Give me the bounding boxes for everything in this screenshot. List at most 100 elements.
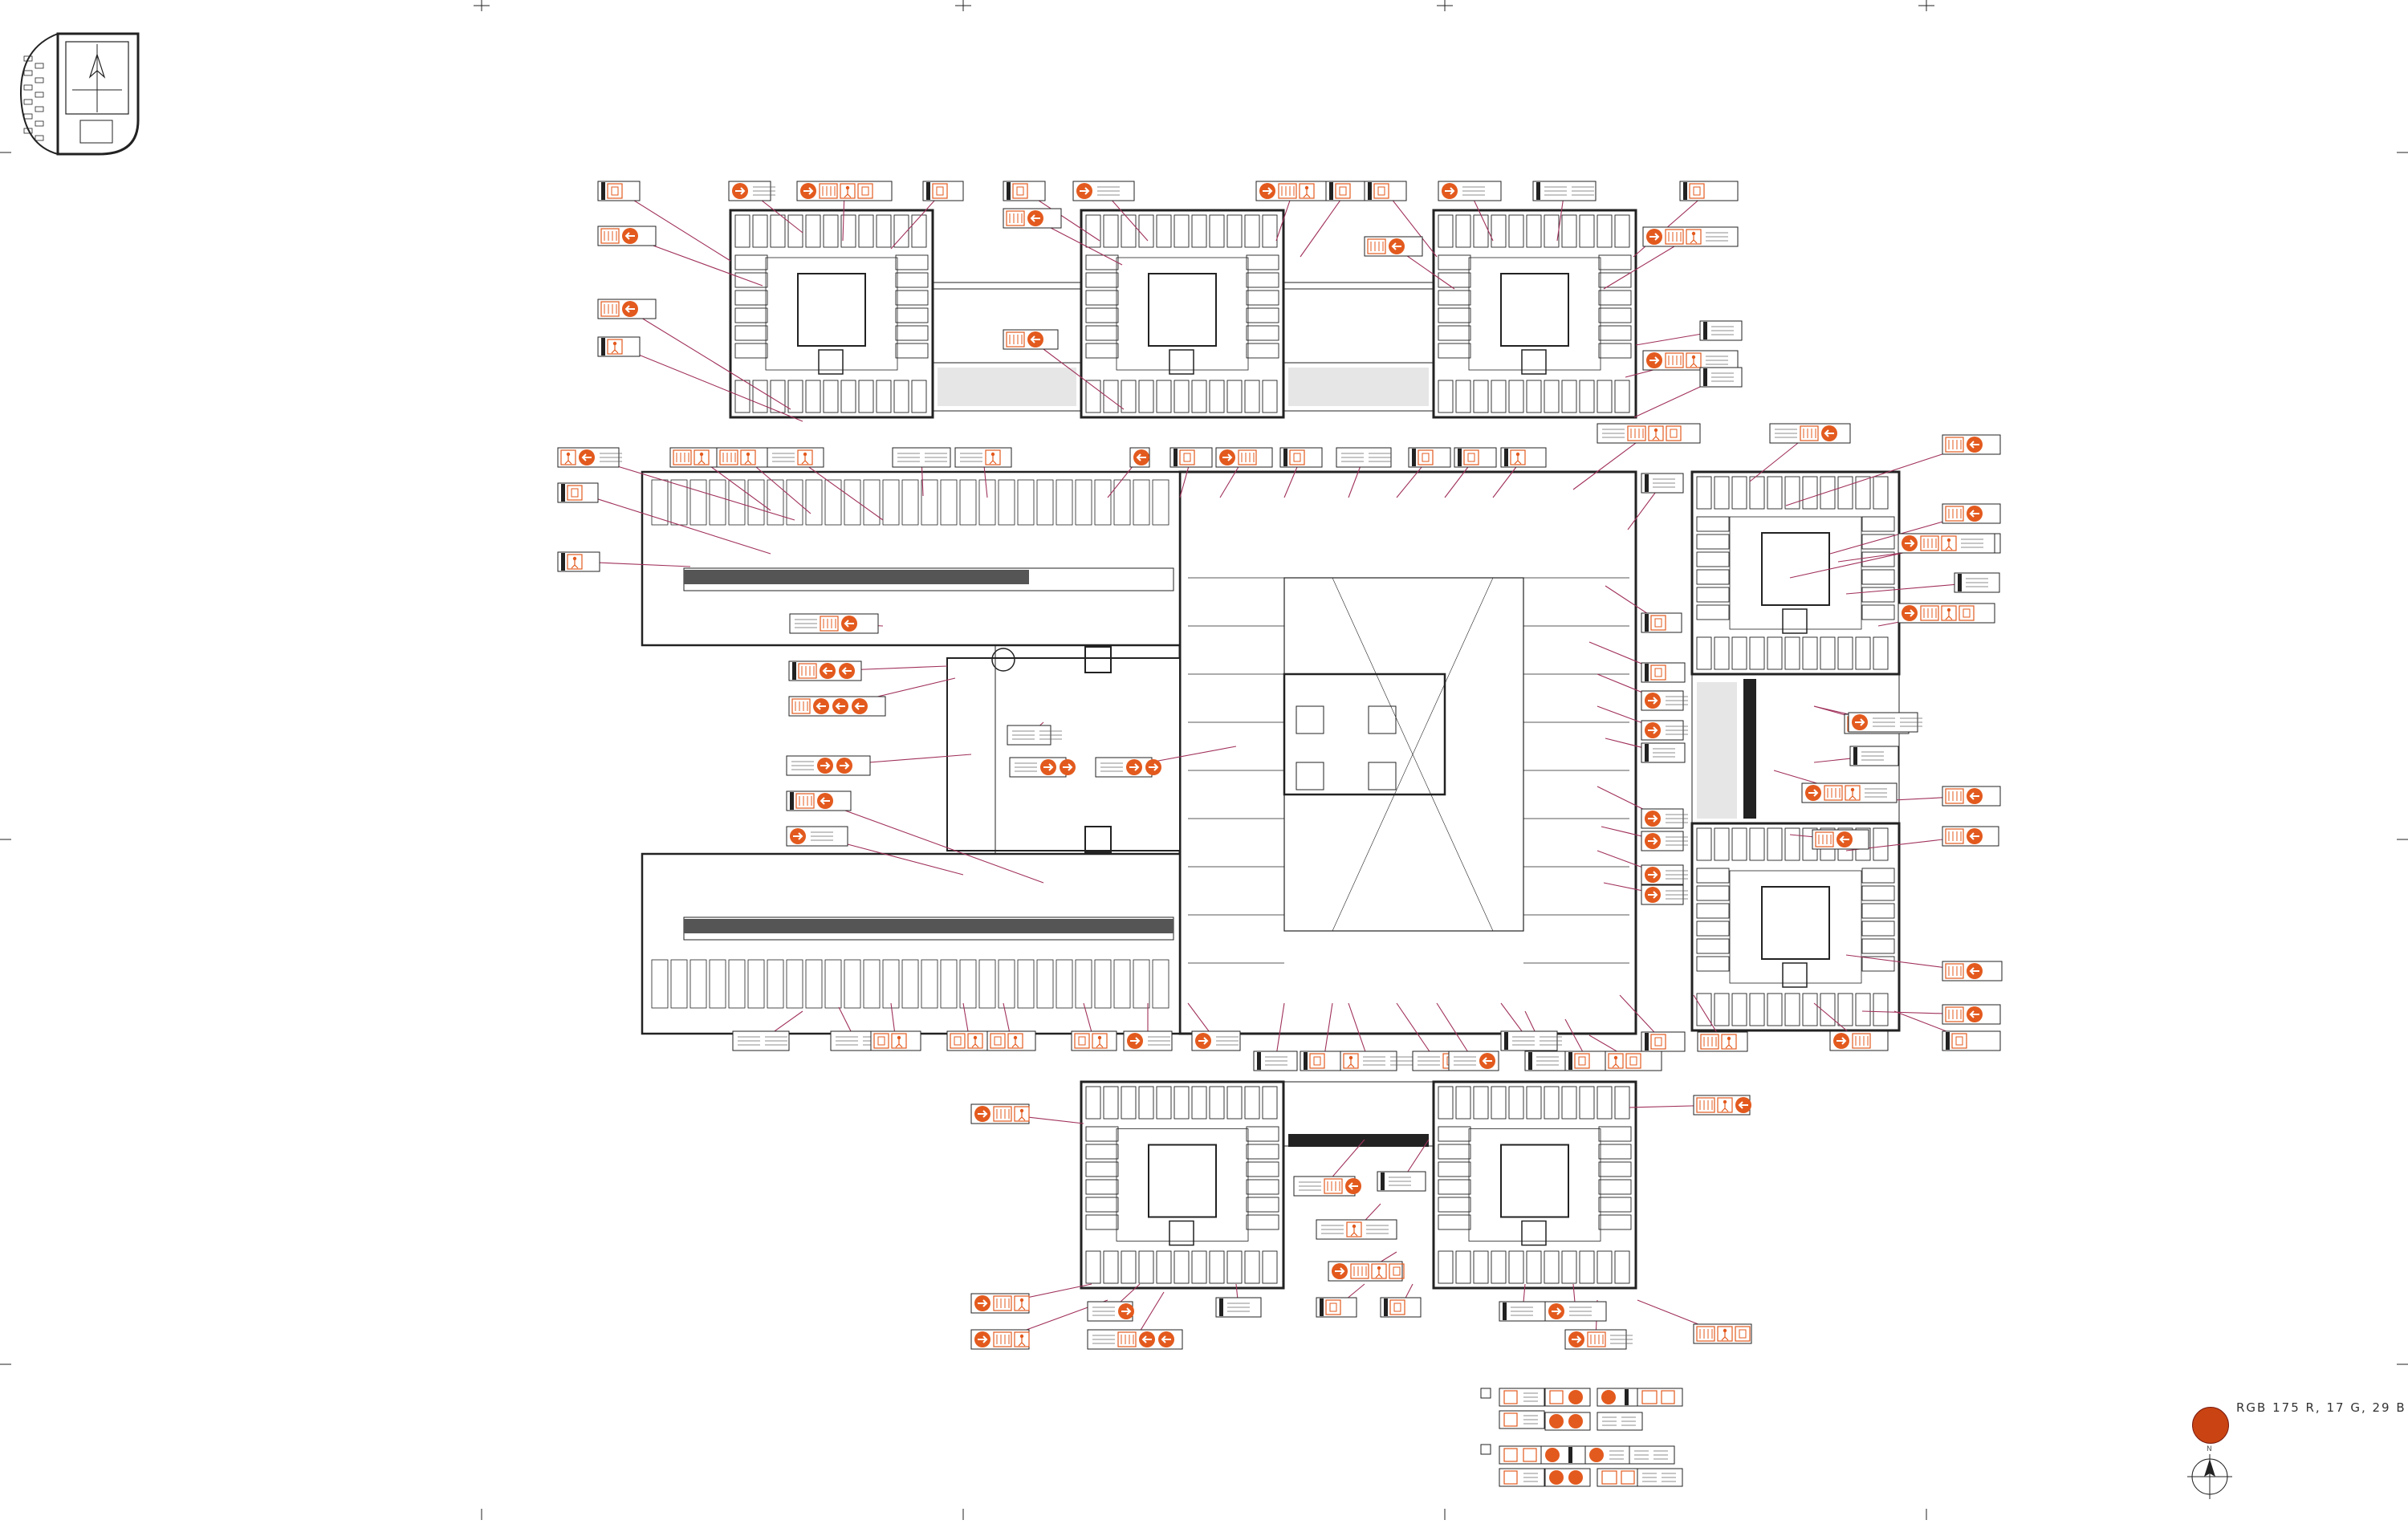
person-head [1946,608,1951,612]
person-icon [891,1033,907,1049]
person-head [612,341,617,346]
room [1438,290,1471,306]
sign-callout [597,336,641,357]
room [1455,380,1471,413]
arrow-glyph [1141,1335,1152,1343]
sign-callout [1605,1051,1662,1071]
room [1614,380,1630,413]
room [1784,476,1800,510]
room [1696,885,1730,901]
detail-sign [1544,1388,1591,1407]
room [1156,1086,1172,1120]
sign-callout [1129,447,1150,468]
room [1861,956,1895,972]
room [1085,214,1101,248]
sign-callout [946,1030,993,1051]
person-head [1946,538,1951,543]
room [734,343,768,359]
person-icon [740,449,756,465]
sign-callout [1641,720,1688,741]
person-icon [560,449,576,465]
room [689,479,707,526]
sign-bar [1645,1033,1649,1051]
arrow-right-icon [1549,1414,1564,1428]
person-body [1347,1059,1355,1068]
person-body [1652,432,1660,441]
room [1873,993,1889,1026]
room [1598,307,1632,323]
sign-callout [1007,725,1062,746]
stairs-icon [1006,210,1025,226]
sign-callout [1316,1297,1357,1318]
stairs-icon [1700,1034,1719,1050]
atrium-core [1283,673,1446,796]
detail-sign [1544,1412,1591,1431]
sign-callout [1123,1030,1173,1051]
exit-icon [1463,449,1479,465]
room [1438,1144,1471,1160]
arrow-glyph [624,232,635,240]
exit-icon [1503,1390,1518,1404]
room [1085,1126,1119,1142]
key-plan-room [35,91,44,98]
arrow-glyph [1969,510,1979,518]
detail-sign [1597,1468,1643,1487]
room [689,959,707,1009]
sign-bar [1381,1172,1385,1190]
arrow-glyph [735,187,746,195]
arrow-glyph [1149,763,1159,771]
room [1244,1086,1260,1120]
room [1226,1250,1243,1284]
room [1579,1086,1595,1120]
exit-icon [1325,1299,1341,1315]
room [1438,307,1471,323]
room [1598,1197,1632,1213]
detail-sign [1499,1388,1545,1407]
person-icon [1686,352,1702,368]
arrow-glyph [1130,1037,1141,1045]
sign-callout [1191,1030,1241,1051]
room [844,959,861,1009]
room [1614,1250,1630,1284]
room [1749,636,1765,670]
detail-sign [1637,1388,1683,1407]
detail-sign [1499,1445,1545,1465]
sign-bar [1645,664,1649,681]
room [882,479,900,526]
room [1855,636,1871,670]
room [1156,214,1172,248]
sign-callout [597,299,657,319]
sign-callout [1641,864,1688,885]
room [1837,993,1853,1026]
person-body [1612,1059,1620,1068]
room [728,479,746,526]
person-body [1375,1270,1383,1278]
arrow-glyph [1129,763,1140,771]
room [1085,1250,1101,1284]
room [1508,1086,1524,1120]
exit-door [877,1036,885,1046]
room [1103,214,1119,248]
key-plan-room [79,120,113,144]
diagonal [1332,577,1494,932]
sign-callout [1641,612,1682,633]
sign-callout [870,1030,921,1051]
room [1209,1250,1225,1284]
room [911,380,927,413]
sign-callout [1325,181,1369,201]
arrow-glyph [1855,718,1865,726]
room [1767,636,1783,670]
room [1085,343,1119,359]
exit-door [1393,1303,1401,1312]
exit-door [861,186,869,196]
sign-callout [986,1030,1036,1051]
room [1731,636,1747,670]
room [895,343,929,359]
room [1438,1126,1471,1142]
stair-core [1521,349,1547,375]
sign-callout [970,1103,1030,1124]
room [882,959,900,1009]
sign-bar [1683,182,1687,200]
room [1767,827,1783,861]
room [1749,993,1765,1026]
